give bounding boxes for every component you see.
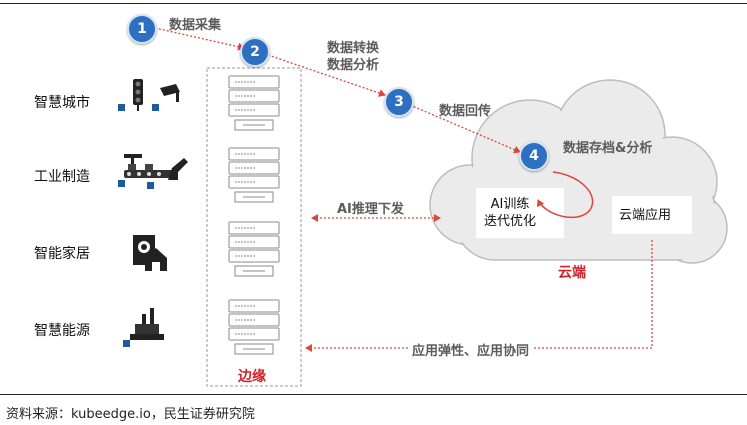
- step-2-label-line2: 数据分析: [327, 58, 380, 73]
- feedback-loop-arrow: [536, 171, 594, 219]
- flow-arrow-2-3: [267, 54, 386, 97]
- edge-container: [206, 67, 302, 387]
- traffic-light-camera-icon: [118, 79, 180, 111]
- step-4-label: 数据存档&分析: [563, 141, 653, 156]
- server-group: [228, 75, 280, 355]
- step-4-badge: 4: [519, 141, 549, 171]
- cloud-app-text: 云端应用: [619, 208, 672, 223]
- step-3-badge: 3: [384, 87, 414, 117]
- smart-energy-icon: [123, 308, 164, 347]
- inference-label: AI推理下发: [337, 202, 404, 217]
- edge-label: 边缘: [238, 369, 266, 385]
- step-3-label: 数据回传: [439, 104, 492, 119]
- scenario-smart-energy: 智慧能源: [34, 323, 90, 339]
- top-rule: [0, 3, 747, 4]
- cloud-label: 云端: [558, 265, 586, 281]
- smart-home-icon: [133, 235, 167, 271]
- flow-arrow-1-2: [154, 27, 245, 51]
- ai-training-line1: AI训练: [490, 197, 530, 212]
- ai-training-box: [476, 188, 564, 238]
- ai-training-line2: 迭代优化: [484, 214, 537, 229]
- scenario-smart-home: 智能家居: [34, 246, 90, 262]
- step-1-badge: 1: [127, 14, 157, 44]
- step-2-label: 数据转换 数据分析: [327, 40, 379, 74]
- elasticity-arrow: [305, 240, 653, 352]
- cloud-app-box: [612, 196, 692, 234]
- elasticity-label: 应用弹性、应用协同: [408, 340, 534, 359]
- scenario-smart-city: 智慧城市: [34, 95, 90, 111]
- step-1-label: 数据采集: [169, 18, 222, 33]
- step-2-badge: 2: [240, 37, 270, 67]
- ai-training-text: AI训练 迭代优化: [484, 196, 536, 230]
- industrial-robot-icon: [118, 154, 188, 189]
- scenario-industrial: 工业制造: [34, 169, 90, 185]
- step-2-label-line1: 数据转换: [327, 41, 380, 56]
- bottom-rule: [0, 394, 747, 395]
- source-note: 资料来源：kubeedge.io，民生证券研究院: [6, 407, 255, 422]
